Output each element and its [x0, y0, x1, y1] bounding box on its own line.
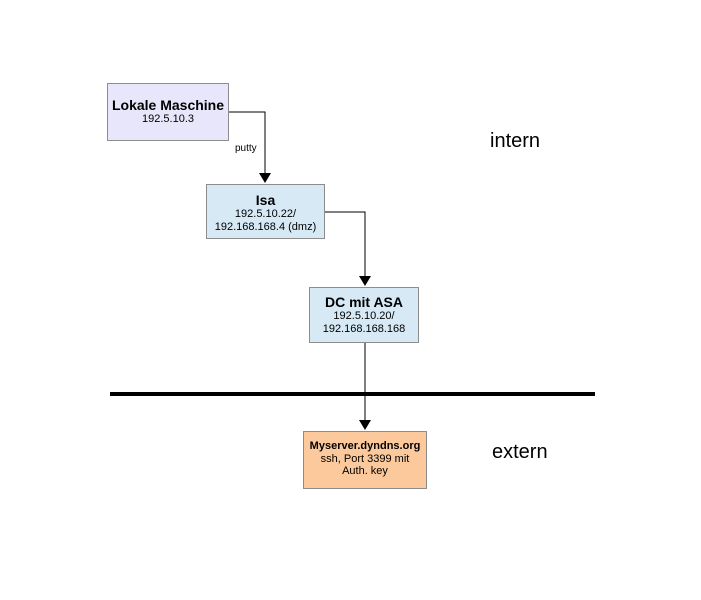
node-ip-secondary: 192.168.168.4 (dmz) — [214, 220, 317, 233]
node-title: Lokale Maschine — [111, 97, 225, 113]
node-dc-mit-asa: DC mit ASA 192.5.10.20/ 192.168.168.168 — [309, 287, 419, 343]
connector-isa-to-dc — [325, 211, 371, 286]
node-ip-secondary: 192.168.168.168 — [322, 322, 406, 335]
zone-label-intern: intern — [490, 130, 541, 152]
node-ip: 192.5.10.3 — [142, 113, 194, 126]
node-isa: Isa 192.5.10.22/ 192.168.168.4 (dmz) — [206, 184, 325, 239]
node-title: Myserver.dyndns.org — [309, 440, 421, 452]
node-lokale-maschine: Lokale Maschine 192.5.10.3 — [107, 83, 229, 141]
node-title: Isa — [255, 192, 276, 208]
node-detail-secondary: Auth. key — [342, 465, 388, 478]
node-myserver: Myserver.dyndns.org ssh, Port 3399 mit A… — [303, 431, 427, 489]
node-detail: ssh, Port 3399 mit — [320, 452, 410, 465]
node-title: DC mit ASA — [324, 294, 404, 310]
zone-label-extern: extern — [492, 441, 548, 463]
connector-local-to-isa — [229, 111, 271, 183]
node-ip: 192.5.10.22/ — [234, 208, 297, 221]
edge-label-putty: putty — [235, 143, 257, 154]
node-ip: 192.5.10.20/ — [333, 310, 395, 323]
